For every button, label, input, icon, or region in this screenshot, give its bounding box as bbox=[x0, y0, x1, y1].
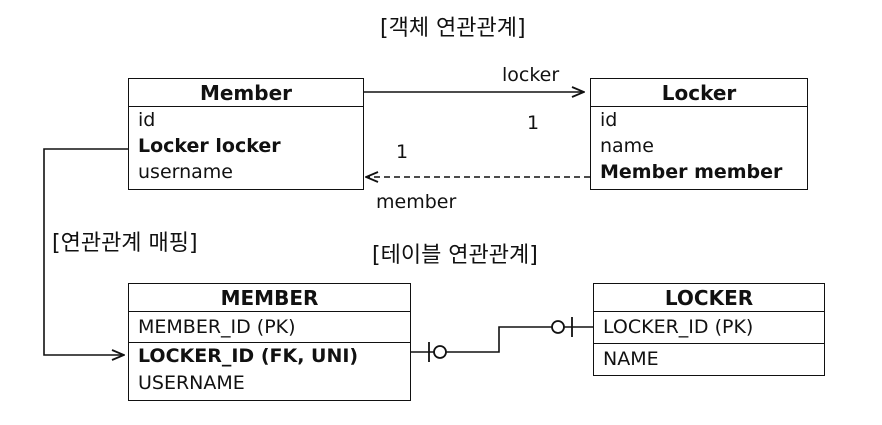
member-table-title: MEMBER bbox=[129, 284, 410, 312]
title-relationship-mapping: [연관관계 매핑] bbox=[52, 231, 198, 256]
title-object-relationship: [객체 연관관계] bbox=[380, 16, 526, 41]
member-field-username: username bbox=[138, 161, 233, 183]
locker-field-member: Member member bbox=[600, 161, 783, 183]
member-table-username: USERNAME bbox=[138, 372, 245, 394]
locker-table-box: LOCKER LOCKER_ID (PK) NAME bbox=[593, 283, 825, 376]
locker-field-id: id bbox=[600, 109, 618, 131]
locker-entity-title: Locker bbox=[591, 79, 807, 107]
member-field-locker: Locker locker bbox=[138, 135, 281, 157]
member-field-id: id bbox=[138, 109, 156, 131]
member-table-fk: LOCKER_ID (FK, UNI) bbox=[138, 345, 359, 367]
member-table-box: MEMBER MEMBER_ID (PK) LOCKER_ID (FK, UNI… bbox=[128, 283, 411, 401]
locker-table-title: LOCKER bbox=[594, 284, 824, 312]
title-table-relationship: [테이블 연관관계] bbox=[372, 243, 538, 268]
locker-entity-box: Locker id name Member member bbox=[590, 78, 808, 190]
locker-table-name: NAME bbox=[603, 348, 659, 370]
member-entity-title: Member bbox=[129, 79, 363, 107]
member-role-label: member bbox=[376, 191, 457, 213]
locker-table-pk: LOCKER_ID (PK) bbox=[594, 312, 824, 344]
member-side-circle-mark bbox=[433, 345, 447, 359]
locker-role-label: locker bbox=[502, 64, 560, 86]
locker-side-circle-mark bbox=[551, 320, 565, 334]
table-relationship-line bbox=[411, 326, 593, 353]
locker-field-name: name bbox=[600, 135, 654, 157]
locker-multiplicity: 1 bbox=[527, 112, 540, 134]
member-entity-box: Member id Locker locker username bbox=[128, 78, 364, 190]
member-table-pk: MEMBER_ID (PK) bbox=[129, 312, 410, 343]
member-multiplicity: 1 bbox=[396, 141, 409, 163]
